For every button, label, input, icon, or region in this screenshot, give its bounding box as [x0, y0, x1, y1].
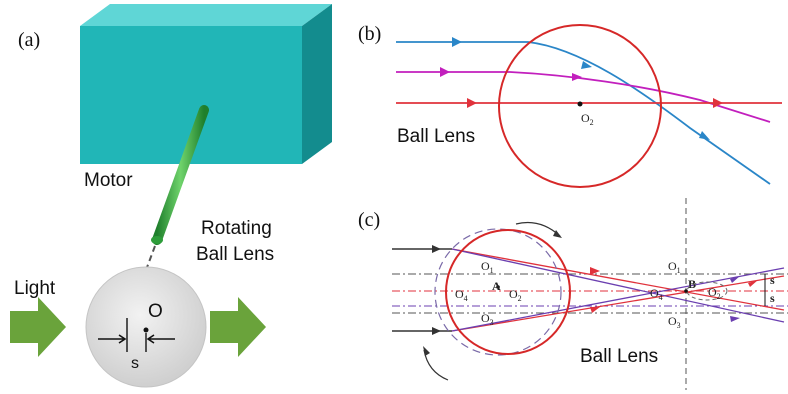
- focal-o4-label: O4: [650, 286, 663, 302]
- ray-red-down: [451, 248, 785, 311]
- ray-purple-arrow-b: [730, 276, 740, 283]
- focal-o2-label: O2: [708, 285, 721, 301]
- ball-lens-circle: [498, 24, 662, 188]
- rotating-label-line1: Rotating: [201, 218, 272, 239]
- panel-b-label: (b): [358, 23, 381, 45]
- motor-box: [80, 4, 332, 164]
- ray-red-up: [451, 275, 785, 332]
- light-out-arrow: [210, 297, 266, 357]
- panel-a: (a) Motor Rotating Ball Lens Light O s: [10, 4, 332, 388]
- offset-arrow-left: [98, 334, 127, 344]
- ball-lens: [85, 266, 207, 388]
- ray-magenta-arrow-2: [572, 73, 582, 81]
- rotation-arrow-top-head: [553, 230, 562, 238]
- panel-c: (c) O1 A O2 O4: [358, 198, 788, 390]
- offset-label: s: [131, 355, 139, 372]
- ray-purple-arrow-a: [730, 316, 740, 322]
- motor-top-face: [80, 4, 332, 26]
- rotation-arrow-bottom: [423, 349, 449, 381]
- point-o1-label: O1: [481, 259, 494, 275]
- ray-blue-arrow-2: [581, 61, 592, 69]
- point-o2-label: O2: [509, 287, 522, 303]
- point-b-dot: [684, 289, 688, 293]
- point-a-dot: [496, 285, 500, 289]
- ray-in-top-arrow: [432, 245, 441, 253]
- ray-purple-up: [451, 267, 785, 332]
- point-a-label: A: [492, 279, 501, 293]
- ball-lens-red: [445, 229, 571, 355]
- shaft-tip: [151, 236, 163, 244]
- panel-a-label: (a): [18, 29, 40, 51]
- point-o4-label: O4: [455, 287, 468, 303]
- ray-red-arrow-c: [748, 280, 758, 287]
- ray-magenta-arrow-1: [440, 67, 450, 77]
- s2-label: s: [770, 291, 775, 305]
- light-in-arrow: [10, 297, 66, 357]
- motor-side-face: [302, 4, 332, 164]
- panel-c-label: (c): [358, 209, 380, 231]
- ball-center-label: O: [148, 301, 163, 322]
- ray-blue: [396, 41, 771, 185]
- ray-red-arrow-2: [713, 98, 723, 108]
- ray-red-arrow-b: [590, 307, 600, 313]
- ray-red-arrow-1: [467, 98, 477, 108]
- motor-label: Motor: [84, 170, 133, 191]
- ray-magenta: [396, 71, 771, 123]
- s1-label: s: [770, 273, 775, 287]
- ray-blue-arrow-1: [452, 37, 462, 47]
- focal-o1-label: O1: [668, 259, 681, 275]
- focal-b-label: B: [688, 277, 696, 291]
- point-o3-label: O3: [481, 311, 494, 327]
- ray-blue-arrow-3: [699, 131, 710, 140]
- ball-lens-label: Ball Lens: [397, 126, 475, 147]
- ray-purple-down: [451, 248, 785, 323]
- rotation-arrow-top: [515, 221, 561, 237]
- focal-o3-label: O3: [668, 314, 681, 330]
- ball-lens-label-c: Ball Lens: [580, 346, 658, 367]
- rotation-arrow-bottom-head: [423, 346, 430, 356]
- rotating-label-line2: Ball Lens: [196, 244, 274, 265]
- panel-b: (b) O2 Ball Lens: [358, 23, 782, 188]
- ball-lens-center: [577, 101, 583, 107]
- ray-red-arrow-a: [590, 267, 600, 275]
- center-label: O2: [581, 111, 594, 127]
- ball-center-dot: [143, 327, 149, 333]
- focal-ellipse: [686, 281, 728, 301]
- motor-shaft: [152, 105, 209, 245]
- ball-lens-dashed: [434, 228, 562, 356]
- offset-arrow-right: [146, 334, 175, 344]
- ray-in-bottom-arrow: [432, 327, 441, 335]
- light-label: Light: [14, 278, 56, 299]
